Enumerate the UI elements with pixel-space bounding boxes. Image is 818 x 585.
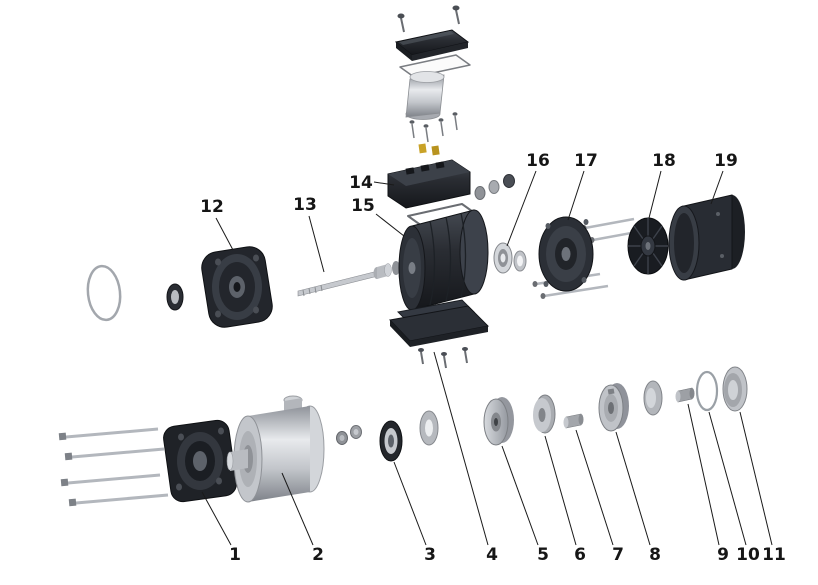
- part-diffuser-body: [598, 383, 629, 432]
- callout-12: 12: [200, 197, 234, 251]
- svg-text:12: 12: [200, 197, 224, 217]
- part-motor-stator: [398, 209, 489, 311]
- part-cover-gasket: [399, 54, 471, 78]
- part-end-cover: [722, 366, 748, 412]
- part-bearing: [493, 242, 513, 274]
- svg-text:9: 9: [717, 545, 729, 565]
- part-motor-base: [388, 299, 490, 369]
- callout-14: 14: [349, 173, 395, 193]
- svg-text:8: 8: [649, 545, 661, 565]
- svg-text:4: 4: [486, 545, 498, 565]
- part-fan: [627, 217, 669, 275]
- svg-text:6: 6: [574, 545, 586, 565]
- callout-4: 4: [433, 351, 498, 565]
- part-shaft-seal: [166, 283, 184, 311]
- svg-text:1: 1: [229, 545, 241, 565]
- svg-text:16: 16: [526, 151, 550, 171]
- callout-1: 1: [201, 491, 241, 565]
- part-mechanical-seal: [379, 420, 403, 462]
- svg-text:17: 17: [574, 151, 598, 171]
- callout-7: 7: [575, 429, 624, 565]
- svg-text:2: 2: [312, 545, 324, 565]
- callout-18: 18: [648, 151, 676, 219]
- part-fan-cover: [668, 194, 745, 281]
- callout-9: 9: [687, 403, 729, 565]
- callout-19: 19: [710, 151, 738, 205]
- part-cover-screws: [397, 5, 460, 33]
- callout-8: 8: [615, 431, 661, 565]
- part-pump-casing: [226, 395, 325, 503]
- callout-11: 11: [739, 411, 786, 565]
- part-casing-nuts: [336, 425, 362, 445]
- svg-text:3: 3: [424, 545, 436, 565]
- svg-text:15: 15: [351, 196, 375, 216]
- callout-6: 6: [544, 435, 586, 565]
- svg-text:11: 11: [762, 545, 786, 565]
- part-terminal-box-cover: [394, 29, 470, 61]
- svg-text:13: 13: [293, 195, 317, 215]
- part-bearing-washer: [513, 250, 527, 272]
- part-diffuser-plate: [533, 394, 556, 434]
- part-terminal-box: [387, 159, 471, 209]
- part-capacitor: [405, 71, 445, 120]
- part-plug-barb: [675, 387, 695, 403]
- svg-text:19: 19: [714, 151, 738, 171]
- svg-text:14: 14: [349, 173, 373, 193]
- part-o-ring-front: [86, 264, 122, 322]
- part-terminal-spacers: [474, 174, 515, 200]
- part-motor-rear-bracket: [538, 216, 594, 292]
- callout-5: 5: [501, 445, 549, 565]
- part-o-ring-rear: [695, 370, 719, 412]
- callout-13: 13: [293, 195, 325, 273]
- part-studs: [58, 427, 169, 507]
- callout-3: 3: [393, 461, 436, 565]
- part-pump-bracket: [163, 419, 237, 503]
- part-shaft: [297, 261, 400, 297]
- part-plug-small: [563, 413, 584, 429]
- svg-text:10: 10: [736, 545, 760, 565]
- part-seal-washer: [419, 410, 439, 446]
- part-terminal-screws: [409, 112, 458, 156]
- part-washer-disc: [643, 380, 663, 416]
- svg-text:5: 5: [537, 545, 549, 565]
- callout-17: 17: [567, 151, 598, 221]
- callout-15: 15: [351, 196, 405, 237]
- svg-text:18: 18: [652, 151, 676, 171]
- part-impeller: [483, 397, 514, 446]
- callout-16: 16: [506, 151, 550, 247]
- callout-2: 2: [281, 472, 324, 565]
- svg-text:7: 7: [612, 545, 624, 565]
- callout-10: 10: [708, 411, 760, 565]
- callouts: 1 2 3 4 5 6 7 8: [200, 151, 786, 565]
- part-motor-front-bracket: [201, 246, 273, 328]
